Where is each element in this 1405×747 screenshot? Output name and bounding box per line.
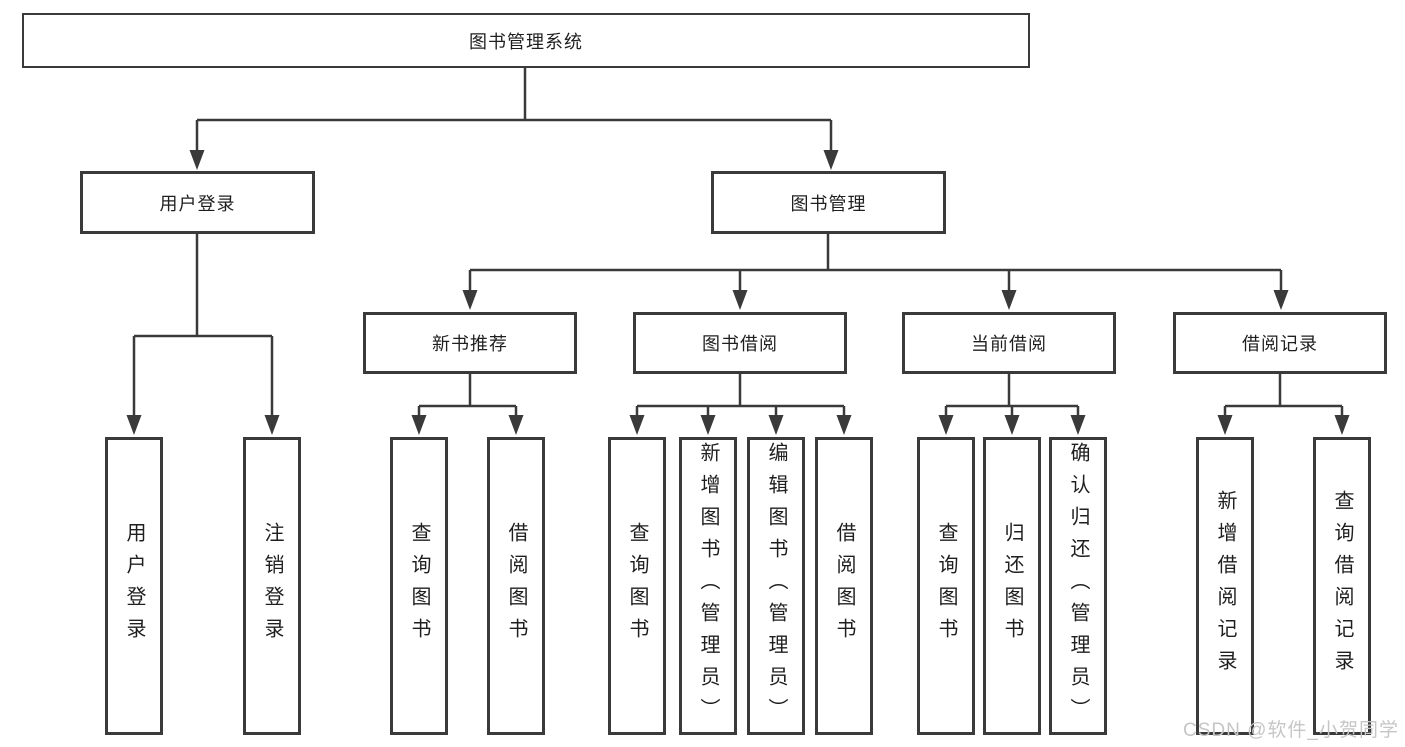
- leaf-add-books-admin: 新增图书（管理员）: [679, 437, 737, 735]
- node-book-borrowing: 图书借阅: [633, 312, 847, 374]
- arrowheads: [126, 150, 1350, 435]
- leaf-query-borrow-record: 查询借阅记录: [1313, 437, 1371, 735]
- node-new-book-recommendation: 新书推荐: [363, 312, 577, 374]
- leaf-confirm-return-admin: 确认归还（管理员）: [1049, 437, 1107, 735]
- node-book-management-module: 图书管理: [711, 171, 946, 234]
- node-current-borrowing: 当前借阅: [902, 312, 1116, 374]
- node-root-system: 图书管理系统: [22, 13, 1030, 68]
- leaf-add-borrow-record: 新增借阅记录: [1196, 437, 1254, 735]
- leaf-logout: 注销登录: [243, 437, 301, 735]
- leaf-query-books-borrow: 查询图书: [608, 437, 666, 735]
- leaf-user-login: 用户登录: [105, 437, 163, 735]
- leaf-return-books: 归还图书: [983, 437, 1041, 735]
- leaf-edit-books-admin: 编辑图书（管理员）: [747, 437, 805, 735]
- leaf-query-books-recommend: 查询图书: [390, 437, 448, 735]
- leaf-borrow-books: 借阅图书: [815, 437, 873, 735]
- leaf-borrow-books-recommend: 借阅图书: [487, 437, 545, 735]
- leaf-query-books-current: 查询图书: [917, 437, 975, 735]
- csdn-watermark: CSDN @软件_小贺同学: [1183, 720, 1399, 741]
- node-user-login-module: 用户登录: [80, 171, 315, 234]
- node-borrowing-records: 借阅记录: [1173, 312, 1387, 374]
